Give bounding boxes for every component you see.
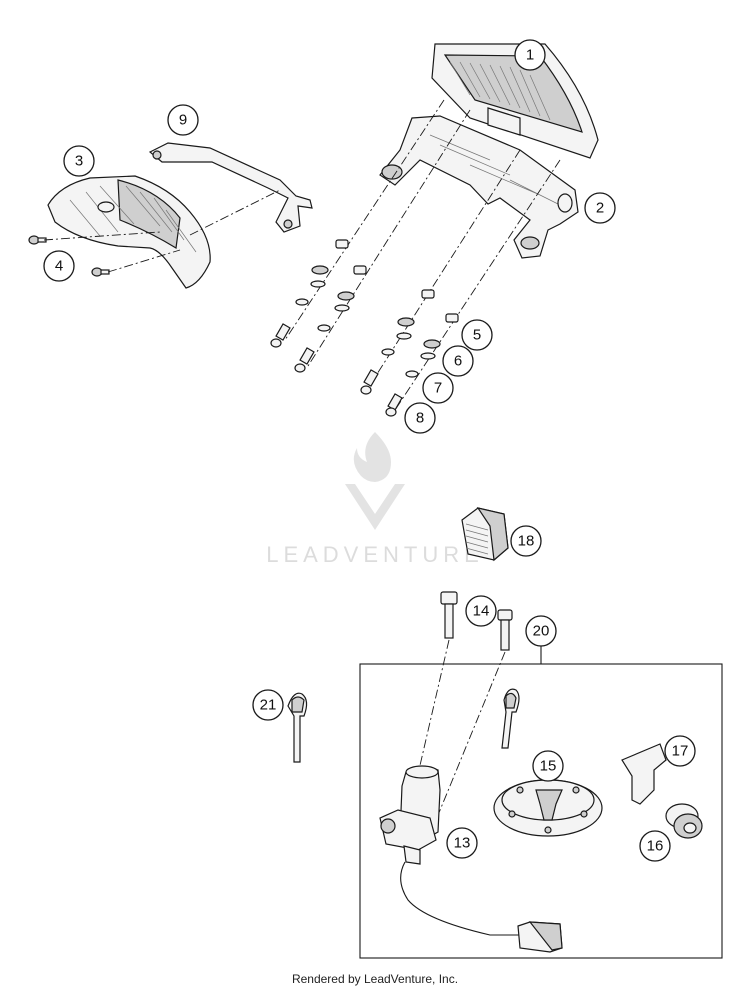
svg-text:1: 1 <box>526 47 534 64</box>
callout-8: 8 <box>404 402 436 434</box>
callout-17: 17 <box>664 735 696 767</box>
svg-text:5: 5 <box>473 327 481 344</box>
callout-1: 1 <box>514 39 546 71</box>
callout-4: 4 <box>43 250 75 282</box>
callout-2: 2 <box>584 192 616 224</box>
callout-20: 20 <box>525 615 557 647</box>
watermark-logo-icon <box>345 432 405 530</box>
svg-text:4: 4 <box>55 258 63 275</box>
svg-text:3: 3 <box>75 153 83 170</box>
callout-3: 3 <box>63 145 95 177</box>
callout-21: 21 <box>252 689 284 721</box>
svg-text:7: 7 <box>434 380 442 397</box>
svg-text:6: 6 <box>454 353 462 370</box>
callout-7: 7 <box>422 372 454 404</box>
svg-text:17: 17 <box>672 743 689 760</box>
part-connector-18 <box>461 507 509 562</box>
callout-5: 5 <box>461 319 493 351</box>
callout-13: 13 <box>446 827 478 859</box>
svg-text:21: 21 <box>260 697 277 714</box>
part-dashboard-bracket <box>379 115 579 259</box>
callout-15: 15 <box>532 750 564 782</box>
callouts: 1 2 3 4 5 6 7 8 9 13 14 15 16 17 18 20 2… <box>43 39 696 862</box>
part-lock-cylinder-16 <box>665 803 703 839</box>
callout-18: 18 <box>510 525 542 557</box>
svg-text:20: 20 <box>533 623 550 640</box>
part-hardware-stacks <box>270 99 561 417</box>
svg-text:18: 18 <box>518 533 535 550</box>
callout-6: 6 <box>442 345 474 377</box>
footer-credit: Rendered by LeadVenture, Inc. <box>291 972 459 986</box>
svg-text:9: 9 <box>179 112 187 129</box>
callout-14: 14 <box>465 595 497 627</box>
leadventure-watermark: LEADVENTURE <box>266 432 484 567</box>
part-clip-17 <box>621 743 667 805</box>
part-mounting-arm <box>148 142 313 233</box>
part-key-21 <box>287 692 308 763</box>
part-dashboard-display <box>431 43 599 159</box>
part-fuel-cap-15 <box>493 779 603 837</box>
svg-text:8: 8 <box>416 410 424 427</box>
svg-text:2: 2 <box>596 200 604 217</box>
part-screws-4 <box>28 189 281 277</box>
svg-text:16: 16 <box>647 838 664 855</box>
part-cover <box>47 175 211 289</box>
part-key-inside-kit <box>501 688 520 749</box>
callout-16: 16 <box>639 830 671 862</box>
callout-9: 9 <box>167 104 199 136</box>
svg-text:13: 13 <box>454 835 471 852</box>
svg-text:15: 15 <box>540 758 557 775</box>
watermark-brand-text: LEADVENTURE <box>266 542 484 567</box>
part-ignition-lock-13 <box>379 765 563 953</box>
svg-text:14: 14 <box>473 603 490 620</box>
